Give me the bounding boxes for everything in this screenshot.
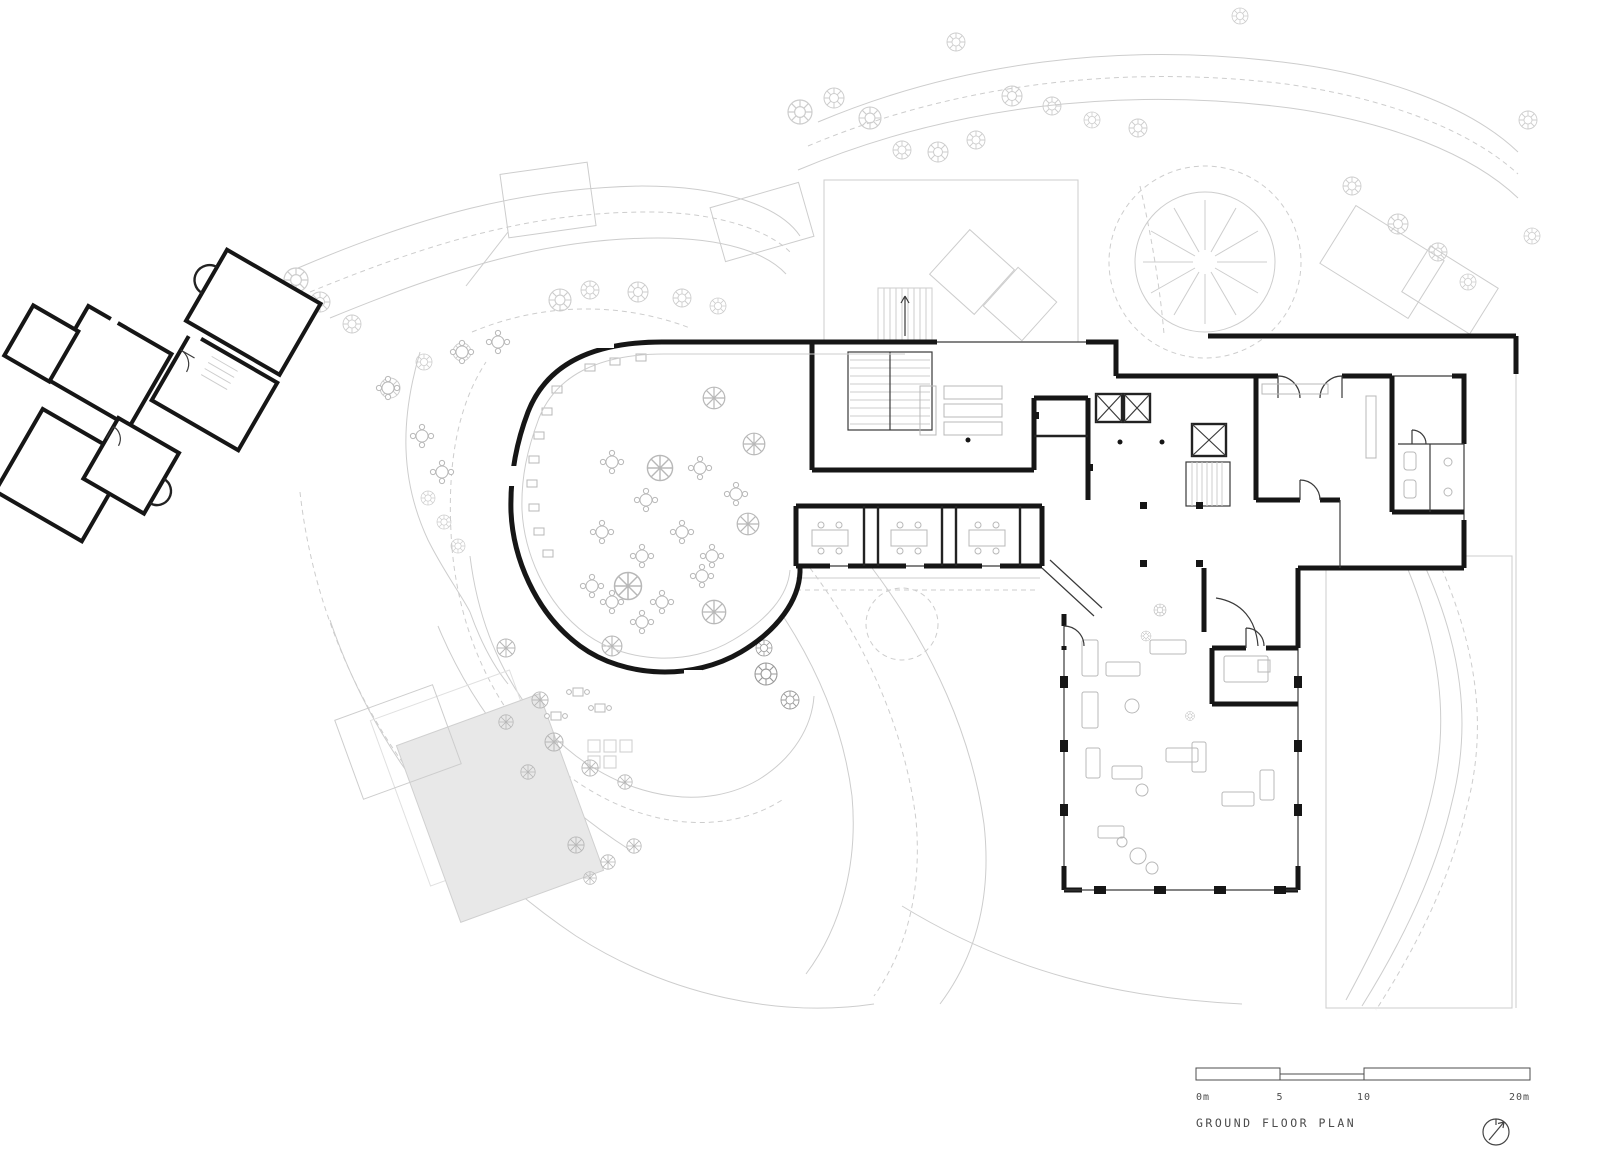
tree-icon (1231, 7, 1249, 25)
north-arrow-icon (1482, 1118, 1510, 1146)
villa-annex (0, 247, 324, 544)
parasol-icon (646, 454, 674, 482)
building-floor-masks (510, 342, 1464, 890)
main-hall-interior (847, 287, 1003, 436)
tree-icon (1523, 227, 1541, 245)
table-icon (429, 459, 455, 485)
scale-label-5: 5 (1276, 1092, 1283, 1103)
parasol-icon (544, 732, 564, 752)
tree-icon (1042, 96, 1062, 116)
tree-icon (420, 490, 436, 506)
tree-icon (450, 538, 466, 554)
scale-bar: 0m 5 10 20m (1195, 1067, 1531, 1103)
tree-icon (1518, 110, 1538, 130)
tree-icon (787, 99, 813, 125)
tree-icon (823, 87, 845, 109)
parasol-icon (626, 838, 642, 854)
tree-icon (1342, 176, 1362, 196)
existing-building (334, 669, 605, 923)
parasol-icon (600, 854, 616, 870)
parasol-icon (520, 764, 536, 780)
parasol-icon (531, 691, 549, 709)
tree-icon (1083, 111, 1101, 129)
parasol-icon (702, 386, 726, 410)
tree-icon (1001, 85, 1023, 107)
tree-icon (436, 514, 452, 530)
tree-icon (966, 130, 986, 150)
tree-icon (754, 662, 778, 686)
tree-icon (342, 314, 362, 334)
tree-icon (415, 353, 433, 371)
plan-title: GROUND FLOOR PLAN (1196, 1116, 1356, 1130)
parasol-icon (617, 774, 633, 790)
tree-icon (1387, 213, 1409, 235)
tree-icon (672, 288, 692, 308)
tree-icon (1428, 242, 1448, 262)
tree-icon (1128, 118, 1148, 138)
table-icon (588, 703, 612, 713)
parasol-icon (496, 638, 516, 658)
parasol-icon (581, 759, 599, 777)
parasol-icon (567, 836, 585, 854)
tree-icon (946, 32, 966, 52)
table-icon (409, 423, 435, 449)
table-icon (449, 339, 475, 365)
tree-icon (709, 297, 727, 315)
terrace-furniture (375, 329, 766, 885)
tree-icon (892, 140, 912, 160)
parasol-icon (736, 512, 760, 536)
parasol-icon (498, 714, 514, 730)
parasol-icon (701, 599, 727, 625)
table-icon (566, 687, 590, 697)
scale-label-10: 10 (1357, 1092, 1371, 1103)
parasol-icon (742, 432, 766, 456)
table-icon (485, 329, 511, 355)
parasol-icon (613, 571, 643, 601)
walls (505, 333, 1519, 894)
tree-icon (927, 141, 949, 163)
tree-icon (858, 106, 882, 130)
scale-label-0: 0m (1196, 1092, 1210, 1103)
tree-icon (1459, 273, 1477, 291)
lounge-furniture (1081, 603, 1275, 875)
scale-label-20: 20m (1509, 1092, 1530, 1103)
tree-icon (580, 280, 600, 300)
meeting-rooms (796, 521, 1040, 591)
tree-icon (627, 281, 649, 303)
parasol-icon (583, 871, 597, 885)
tree-icon (548, 288, 572, 312)
tree-icon (780, 690, 800, 710)
parasol-icon (601, 635, 623, 657)
